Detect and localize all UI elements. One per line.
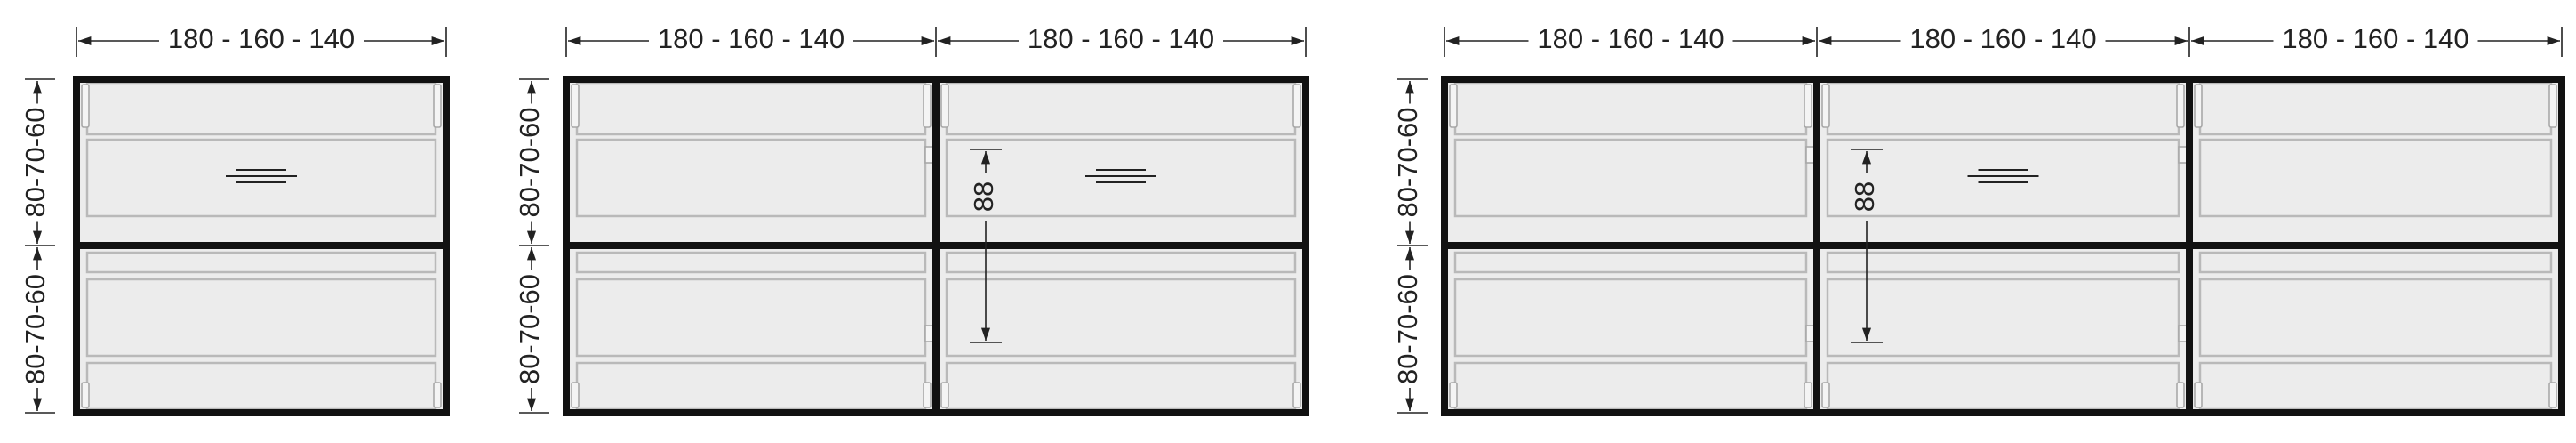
end-cap: [433, 84, 442, 128]
end-cap: [923, 84, 932, 128]
inner-dimension: 88: [1849, 149, 1883, 343]
end-cap: [2176, 382, 2185, 408]
end-cap: [1821, 382, 1830, 408]
end-cap: [2194, 382, 2203, 408]
rail-bottom-middle: [85, 278, 437, 358]
width-label: 180 - 160 - 140: [2282, 23, 2468, 54]
handle-icon: [226, 169, 297, 183]
rail-bottom-upper: [945, 251, 1297, 274]
width-dimensions: 180 - 160 - 140: [76, 23, 447, 57]
height-dimensions: 80-70-60 80-70-60: [1392, 78, 1428, 414]
rail-bottom-middle: [575, 278, 927, 358]
height-label: 80-70-60: [514, 274, 545, 384]
end-cap: [81, 382, 90, 408]
end-cap: [433, 382, 442, 408]
end-cap: [1821, 84, 1830, 128]
end-cap: [2194, 84, 2203, 128]
height-label: 80-70-60: [1392, 274, 1423, 384]
rail-top-lower: [1826, 138, 2180, 218]
rail-bottom-upper: [575, 251, 927, 274]
rail-bottom-upper: [2198, 251, 2553, 274]
module-rails: [1821, 81, 2185, 411]
height-dimensions: 80-70-60 80-70-60: [20, 78, 55, 414]
end-cap: [1292, 84, 1301, 128]
end-cap: [1292, 382, 1301, 408]
module-rails: [81, 81, 442, 411]
rail-bottom-upper: [1826, 251, 2180, 274]
height-label: 80-70-60: [514, 107, 545, 217]
height-label: 80-70-60: [1392, 107, 1423, 217]
rail-top-lower: [2198, 138, 2553, 218]
rail-bottom-upper: [1453, 251, 1808, 274]
inner-height-label: 88: [968, 181, 999, 212]
end-cap: [1804, 84, 1812, 128]
end-cap: [923, 382, 932, 408]
handle-icon: [1085, 169, 1156, 183]
rail-top-lower: [1453, 138, 1808, 218]
rail-bottom-middle: [945, 278, 1297, 358]
rail-top-lower: [85, 138, 437, 218]
end-cap: [940, 382, 949, 408]
width-label: 180 - 160 - 140: [1028, 23, 1214, 54]
end-cap: [2548, 382, 2557, 408]
end-cap: [940, 84, 949, 128]
end-cap: [2548, 84, 2557, 128]
height-label: 80-70-60: [20, 274, 51, 384]
unit-3: 180 - 160 - 140 180 - 160 - 140 180 - 160 …: [1392, 23, 2565, 416]
end-cap: [571, 382, 580, 408]
width-label: 180 - 160 - 140: [1909, 23, 2096, 54]
end-cap: [1449, 84, 1458, 128]
width-dimensions: 180 - 160 - 140 180 - 160 - 140: [565, 23, 1307, 57]
end-cap: [571, 84, 580, 128]
height-dimensions: 80-70-60 80-70-60: [514, 78, 549, 414]
inner-dimension: 88: [968, 149, 1002, 343]
width-dimensions: 180 - 160 - 140 180 - 160 - 140 180 - 160 …: [1444, 23, 2563, 57]
end-cap: [1804, 382, 1812, 408]
rail-bottom-upper: [85, 251, 437, 274]
width-label: 180 - 160 - 140: [658, 23, 844, 54]
end-cap: [81, 84, 90, 128]
unit-1: 180 - 160 - 140 80-70-60 80-70-60: [20, 23, 450, 416]
rail-bottom-middle: [1826, 278, 2180, 358]
end-cap: [1449, 382, 1458, 408]
rail-top-lower: [945, 138, 1297, 218]
rail-bottom-middle: [1453, 278, 1808, 358]
height-label: 80-70-60: [20, 107, 51, 217]
end-cap: [2176, 84, 2185, 128]
handle-icon: [1967, 169, 2039, 183]
rail-top-lower: [575, 138, 927, 218]
rail-bottom-middle: [2198, 278, 2553, 358]
width-label: 180 - 160 - 140: [1537, 23, 1724, 54]
width-label: 180 - 160 - 140: [168, 23, 355, 54]
inner-height-label: 88: [1849, 181, 1880, 212]
